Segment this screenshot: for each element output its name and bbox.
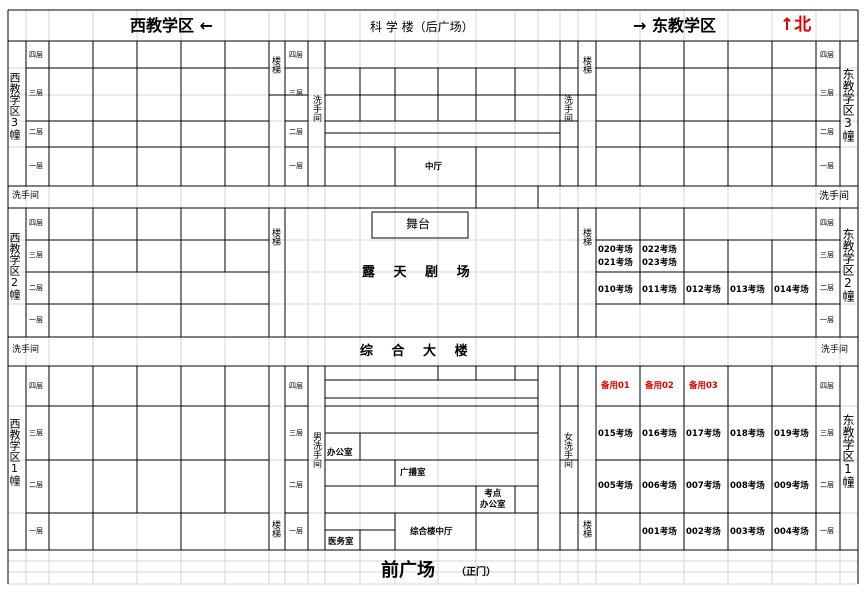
washroom-label: 洗手间 bbox=[819, 191, 849, 202]
floor-label: 一层 bbox=[29, 316, 43, 324]
floor-label: 三层 bbox=[289, 429, 303, 437]
floor-label: 四层 bbox=[29, 51, 43, 59]
floor-label: 三层 bbox=[820, 251, 834, 259]
floor-label: 一层 bbox=[820, 316, 834, 324]
stairs-label: 楼梯 bbox=[270, 228, 280, 246]
floor-label: 一层 bbox=[820, 162, 834, 170]
floor-label: 三层 bbox=[29, 89, 43, 97]
stairs-label: 楼梯 bbox=[270, 520, 280, 538]
east-building-3-label: 东教学区3幢 bbox=[841, 68, 855, 142]
floor-label: 四层 bbox=[820, 219, 834, 227]
exam-room: 012考场 bbox=[686, 285, 721, 295]
spare-room: 备用01 bbox=[601, 381, 630, 391]
male-washroom-label: 男洗手间 bbox=[311, 432, 321, 468]
complex-building-label: 综 合 大 楼 bbox=[360, 344, 468, 359]
floor-label: 三层 bbox=[29, 251, 43, 259]
stairs-label: 楼梯 bbox=[581, 56, 591, 74]
front-plaza-label: 前广场 bbox=[381, 560, 435, 581]
stairs-label: 楼梯 bbox=[270, 56, 280, 74]
exam-room: 004考场 bbox=[774, 527, 809, 537]
exam-room: 020考场 bbox=[598, 245, 633, 255]
washroom-label: 洗手间 bbox=[562, 95, 572, 122]
floor-label: 三层 bbox=[289, 89, 303, 97]
floor-label: 一层 bbox=[289, 162, 303, 170]
exam-office-label: 考点 办公室 bbox=[480, 489, 506, 510]
washroom-label: 洗手间 bbox=[821, 345, 849, 355]
exam-room: 014考场 bbox=[774, 285, 809, 295]
science-building-label: 科 学 楼（后广场） bbox=[370, 20, 474, 34]
exam-room: 002考场 bbox=[686, 527, 721, 537]
floor-label: 一层 bbox=[289, 527, 303, 535]
exam-room: 013考场 bbox=[730, 285, 765, 295]
floor-label: 二层 bbox=[29, 128, 43, 136]
exam-room: 006考场 bbox=[642, 481, 677, 491]
open-air-theater-label: 露 天 剧 场 bbox=[362, 265, 470, 280]
west-building-2-label: 西教学区2幢 bbox=[8, 232, 21, 300]
washroom-label: 洗手间 bbox=[12, 345, 40, 355]
east-building-1-label: 东教学区1幢 bbox=[841, 414, 855, 488]
exam-room: 021考场 bbox=[598, 258, 633, 268]
stage-outline bbox=[371, 211, 469, 239]
stairs-label: 楼梯 bbox=[581, 228, 591, 246]
floor-label: 一层 bbox=[29, 527, 43, 535]
west-building-3-label: 西教学区3幢 bbox=[8, 72, 21, 140]
floor-label: 四层 bbox=[29, 382, 43, 390]
exam-room: 016考场 bbox=[642, 429, 677, 439]
exam-room: 001考场 bbox=[642, 527, 677, 537]
exam-room: 011考场 bbox=[642, 285, 677, 295]
east-zone-title: → 东教学区 bbox=[633, 16, 716, 35]
floor-label: 三层 bbox=[29, 429, 43, 437]
floor-label: 二层 bbox=[29, 284, 43, 292]
stairs-label: 楼梯 bbox=[581, 520, 591, 538]
exam-room: 005考场 bbox=[598, 481, 633, 491]
floor-label: 四层 bbox=[820, 382, 834, 390]
floor-label: 一层 bbox=[820, 527, 834, 535]
floor-label: 四层 bbox=[29, 219, 43, 227]
north-indicator: ↑北 bbox=[780, 15, 812, 35]
exam-room: 003考场 bbox=[730, 527, 765, 537]
west-building-1-label: 西教学区1幢 bbox=[8, 418, 21, 486]
exam-room: 007考场 bbox=[686, 481, 721, 491]
office-label: 办公室 bbox=[327, 448, 353, 458]
spare-room: 备用02 bbox=[645, 381, 674, 391]
broadcast-room-label: 广播室 bbox=[400, 468, 426, 478]
floor-label: 四层 bbox=[289, 51, 303, 59]
exam-room: 008考场 bbox=[730, 481, 765, 491]
exam-room: 015考场 bbox=[598, 429, 633, 439]
floor-label: 二层 bbox=[289, 481, 303, 489]
west-zone-title: 西教学区 ← bbox=[130, 16, 213, 35]
exam-room: 018考场 bbox=[730, 429, 765, 439]
exam-room: 019考场 bbox=[774, 429, 809, 439]
female-washroom-label: 女洗手间 bbox=[562, 432, 572, 468]
washroom-label: 洗手间 bbox=[311, 95, 321, 122]
floor-label: 一层 bbox=[29, 162, 43, 170]
spare-room: 备用03 bbox=[689, 381, 718, 391]
floor-label: 二层 bbox=[820, 481, 834, 489]
floor-label: 三层 bbox=[820, 429, 834, 437]
floor-label: 四层 bbox=[820, 51, 834, 59]
floor-label: 四层 bbox=[289, 382, 303, 390]
washroom-label: 洗手间 bbox=[12, 191, 40, 201]
east-building-2-label: 东教学区2幢 bbox=[841, 228, 855, 302]
clinic-label: 医务室 bbox=[328, 537, 354, 547]
exam-room: 010考场 bbox=[598, 285, 633, 295]
floor-label: 二层 bbox=[29, 481, 43, 489]
exam-room: 009考场 bbox=[774, 481, 809, 491]
floor-label: 二层 bbox=[820, 128, 834, 136]
complex-hall-label: 综合楼中厅 bbox=[410, 527, 453, 537]
main-gate-label: （正门） bbox=[456, 567, 496, 578]
floor-label: 二层 bbox=[289, 128, 303, 136]
stage-label: 舞台 bbox=[406, 217, 431, 231]
floor-label: 二层 bbox=[820, 284, 834, 292]
floor-label: 三层 bbox=[820, 89, 834, 97]
exam-room: 017考场 bbox=[686, 429, 721, 439]
exam-room: 022考场 bbox=[642, 245, 677, 255]
hall-label: 中厅 bbox=[425, 162, 443, 172]
exam-room: 023考场 bbox=[642, 258, 677, 268]
